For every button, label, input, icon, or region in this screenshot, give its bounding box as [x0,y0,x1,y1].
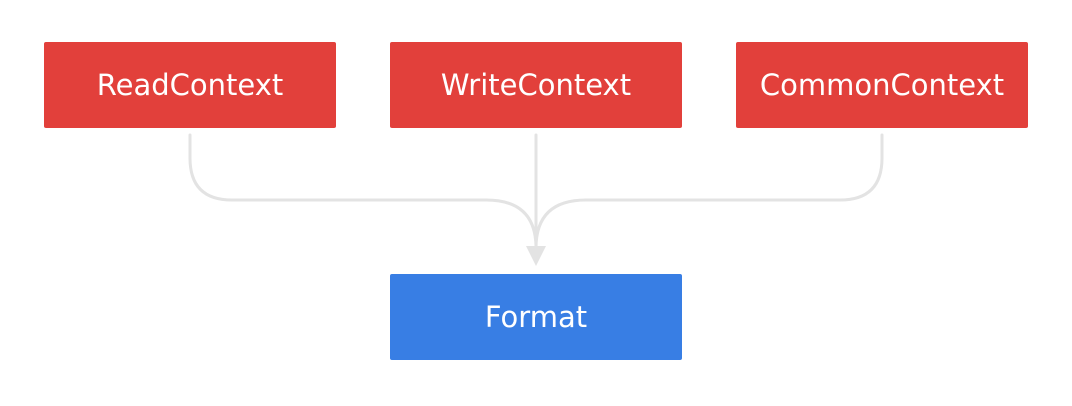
format-node: Format [390,274,682,360]
readcontext-node: ReadContext [44,42,336,128]
commoncontext-node: CommonContext [736,42,1028,128]
commoncontext-label: CommonContext [759,68,1005,102]
arrowhead [526,246,546,266]
readcontext-label: ReadContext [96,68,284,102]
writecontext-label: WriteContext [440,68,632,102]
format-label: Format [484,300,588,334]
edge-commoncontext-to-format [534,133,884,250]
edge-readcontext-to-format [188,133,538,250]
writecontext-node: WriteContext [390,42,682,128]
